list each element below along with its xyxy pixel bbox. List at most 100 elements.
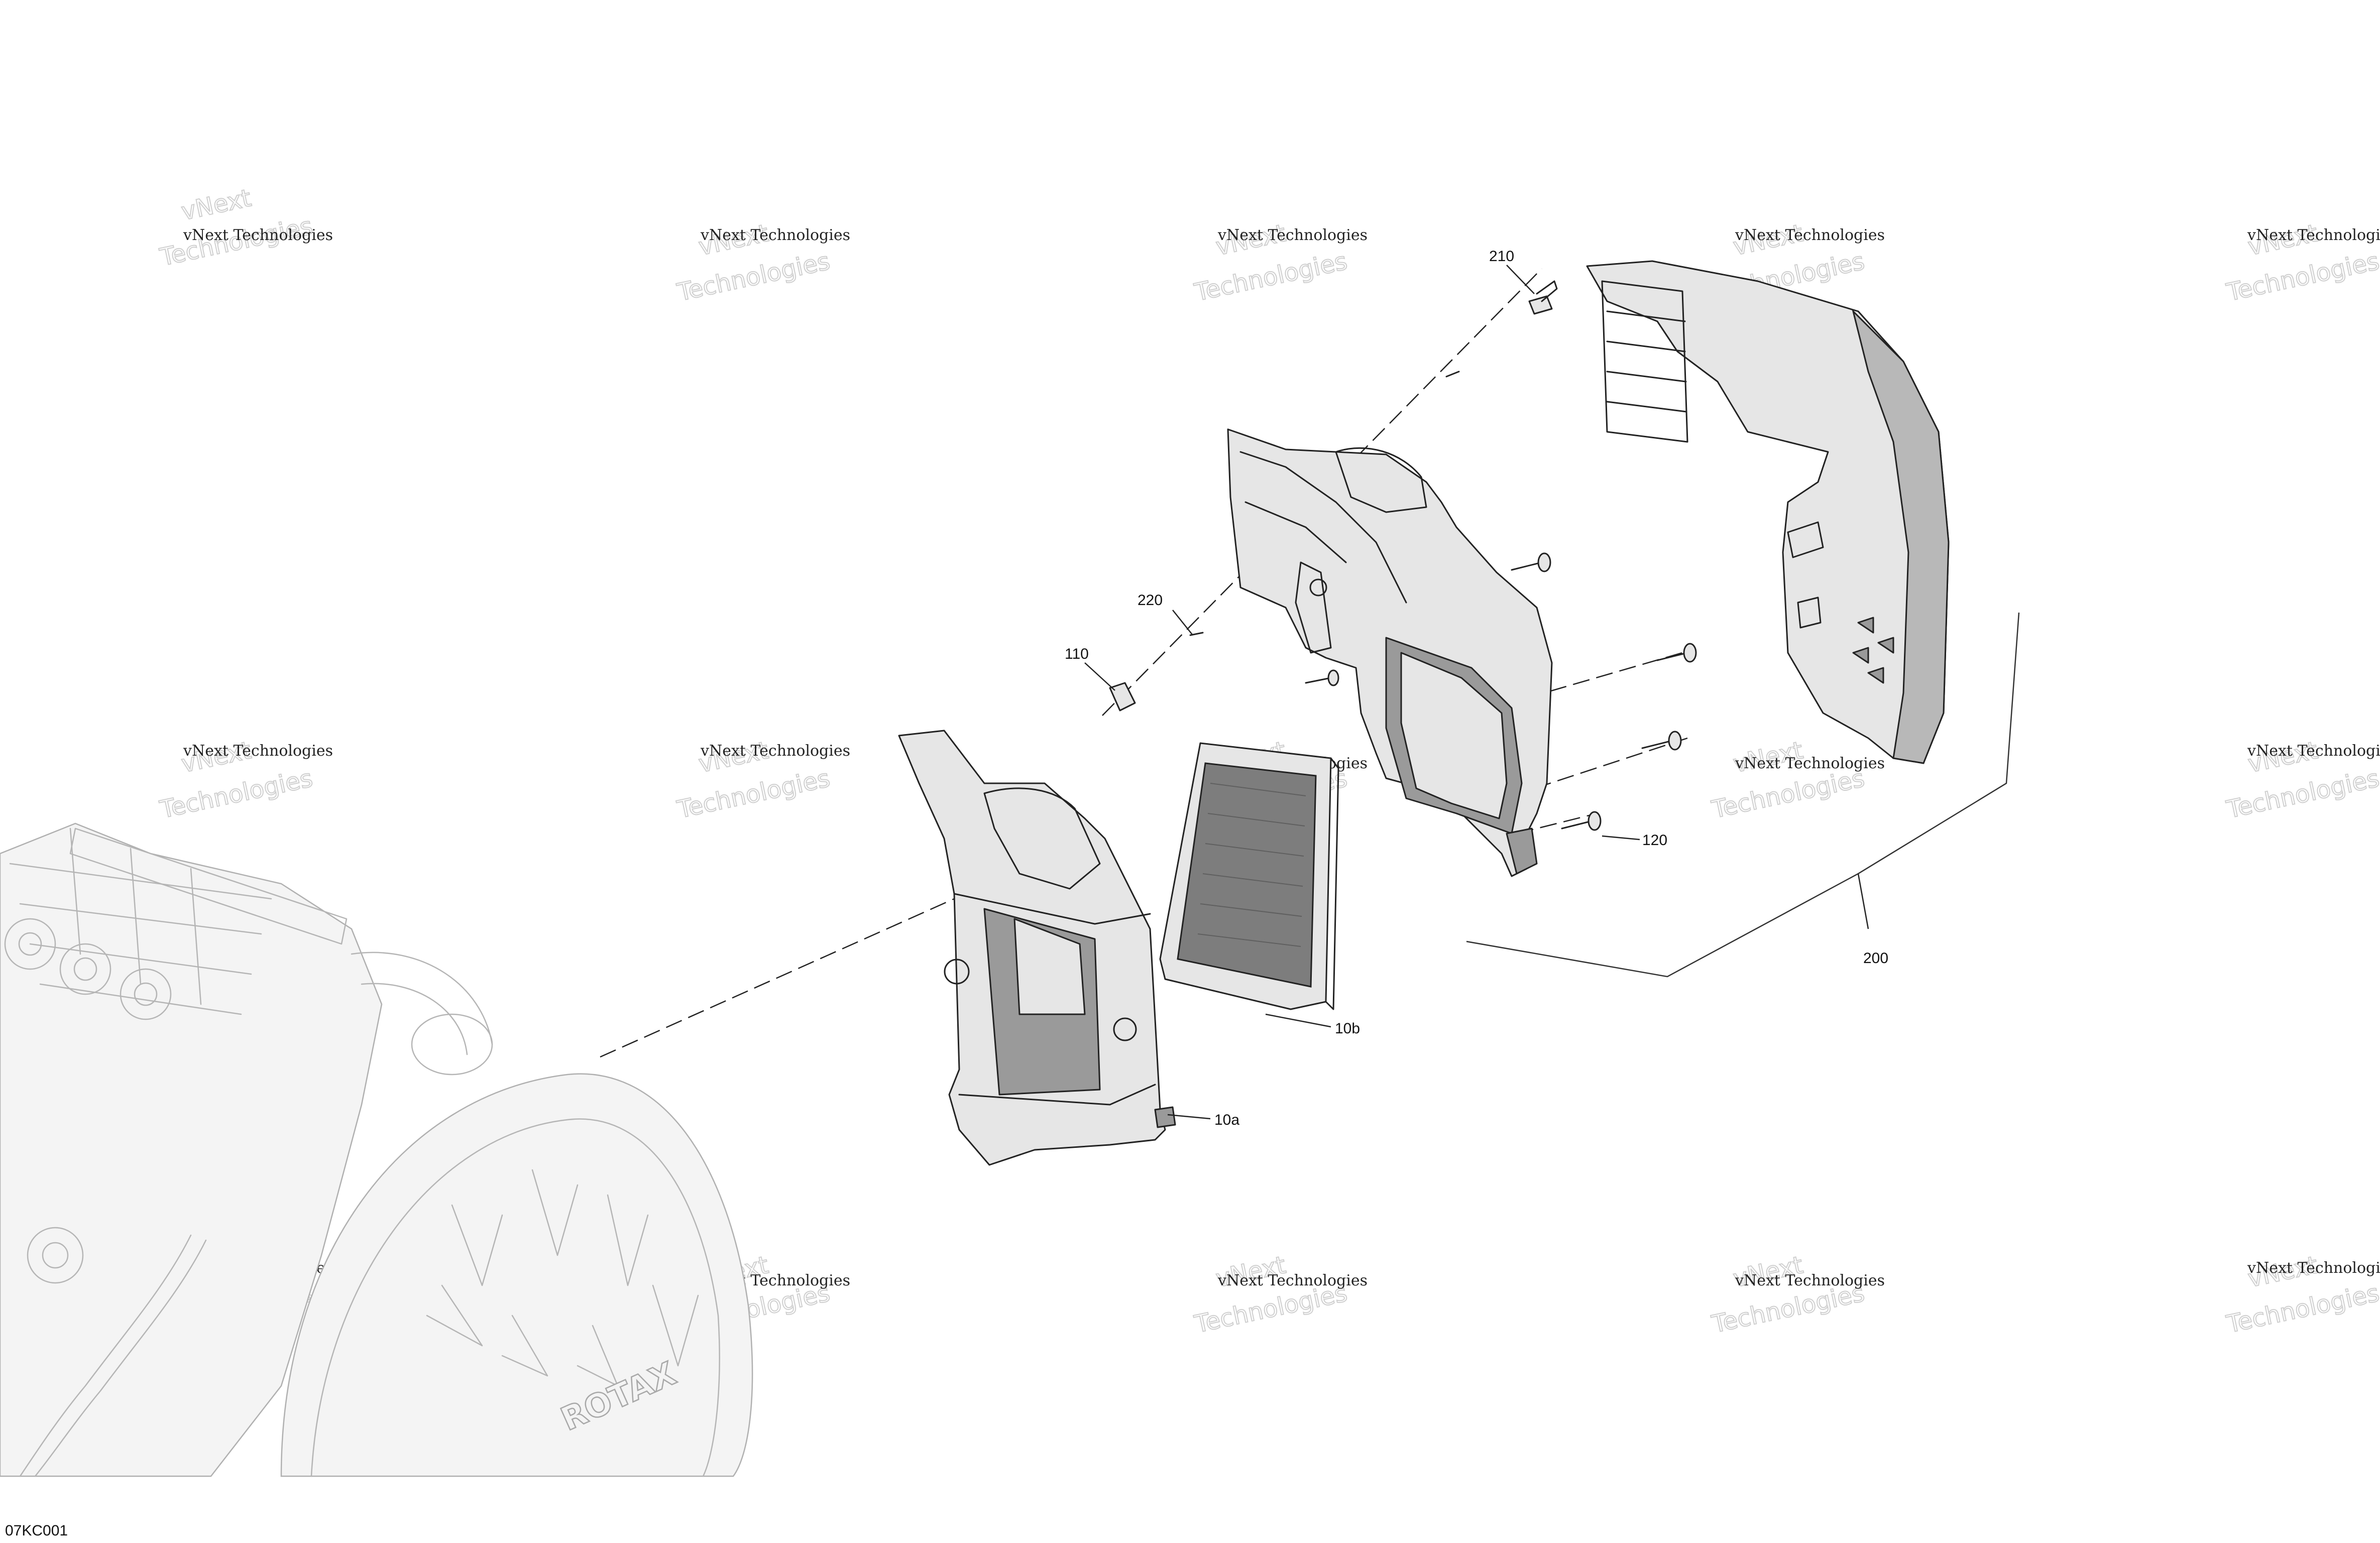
- engine-cvt-cover-edge: [310, 1118, 720, 1477]
- cover-vent: [1877, 637, 1894, 654]
- watermark: vNext Technologies: [2223, 218, 2380, 307]
- watermark-text: vNext Technologies: [1735, 755, 1885, 772]
- engine-hose: [34, 1239, 207, 1477]
- callout-210: 210: [1489, 248, 1514, 265]
- engine-hose: [19, 1234, 192, 1477]
- cover-vent: [1867, 667, 1884, 684]
- screw-120: [1561, 811, 1602, 831]
- engine-coil: [4, 918, 56, 970]
- watermark-text: vNext Technologies: [2247, 742, 2380, 760]
- air-filter-pleat: [1197, 783, 1306, 947]
- watermark-technologies: Technologies: [674, 764, 832, 824]
- engine-coil: [18, 932, 42, 956]
- screw-120: [1305, 669, 1339, 686]
- watermark-text: vNext Technologies: [700, 742, 850, 760]
- air-filter-edge: [1325, 757, 1339, 1010]
- engine-context: ROTAX: [0, 822, 753, 1477]
- engine-cvt-fin: [426, 1169, 699, 1387]
- screw-120: [1656, 643, 1697, 663]
- cover-body: [1586, 260, 1950, 764]
- screw-120: [1641, 731, 1682, 751]
- fasteners: [1109, 280, 1697, 831]
- watermark: vNext Technologies: [157, 736, 315, 824]
- callout-110: 110: [1065, 646, 1089, 662]
- air-filter-media: [1177, 762, 1317, 988]
- callout-200: 200: [1863, 950, 1888, 967]
- engine-fuel-rail: [69, 827, 348, 945]
- leader-line-10a: [1167, 1114, 1211, 1120]
- watermark-technologies: Technologies: [157, 764, 315, 824]
- push-rivet-210-head: [1536, 280, 1558, 302]
- watermark-text: vNext Technologies: [1735, 1272, 1885, 1289]
- cover-vent: [1852, 647, 1869, 664]
- cover-side-panel: [1852, 309, 1950, 764]
- airbox-lower-mount: [1113, 1017, 1137, 1041]
- watermark-text: vNext Technologies: [1217, 226, 1368, 244]
- airbox-lower-mount: [944, 959, 970, 985]
- airbox-lower-duct: [983, 787, 1101, 890]
- leader-line-210: [1506, 265, 1535, 294]
- watermark-technologies: Technologies: [1709, 764, 1867, 824]
- watermark-text: vNext Technologies: [700, 226, 850, 244]
- engine-coil: [134, 982, 158, 1006]
- watermark-technologies: Technologies: [2224, 1279, 2380, 1339]
- watermark-text: vNext Technologies: [1217, 1272, 1368, 1289]
- air-filter-10b: [1159, 742, 1339, 1010]
- engine-block: [0, 822, 383, 1477]
- watermark-technologies: Technologies: [1192, 247, 1349, 307]
- cover-grille-slat: [1606, 310, 1687, 413]
- watermark-technologies: Technologies: [674, 247, 832, 307]
- callout-220: 220: [1138, 592, 1163, 609]
- push-rivet-210: [1528, 295, 1553, 315]
- assembly-line: [600, 898, 955, 1058]
- airbox-upper-snorkel: [1335, 447, 1427, 513]
- leader-line-10b: [1265, 1013, 1331, 1028]
- airbox-lower-window: [1013, 918, 1086, 1015]
- screw-120: [1511, 552, 1551, 572]
- engine-cvt-cover: [280, 1073, 753, 1477]
- cover-clip: [1797, 597, 1822, 629]
- watermark: vNext Technologies: [157, 183, 315, 272]
- engine-coil: [59, 943, 111, 995]
- airbox-upper-latch: [1506, 827, 1538, 875]
- engine-crank-pulley: [27, 1227, 84, 1284]
- watermark: vNext Technologies: [2223, 736, 2380, 824]
- watermark-text: vNext Technologies: [2247, 1259, 2380, 1277]
- watermark: vNext Technologies: [1709, 736, 1867, 824]
- engine-rib: [69, 827, 202, 1005]
- watermark: vNext Technologies: [674, 218, 833, 307]
- watermark: vNext Technologies: [1191, 218, 1350, 307]
- callout-10b: 10b: [1335, 1020, 1360, 1037]
- engine-coil: [120, 968, 172, 1020]
- engine-intake-port: [411, 1013, 493, 1076]
- engine-crank-hub: [42, 1242, 69, 1269]
- leader-line-110: [1084, 662, 1115, 691]
- airbox-lower-10a: [898, 730, 1176, 1166]
- leader-line-220: [1172, 610, 1193, 636]
- leader-line-200: [1857, 873, 1869, 929]
- watermark: vNext Technologies: [2223, 1250, 2380, 1339]
- o-ring-220: [1445, 371, 1460, 378]
- watermark-text: vNext Technologies: [2247, 226, 2380, 244]
- watermark-technologies: Technologies: [2224, 764, 2380, 824]
- engine-rib: [9, 863, 272, 1015]
- watermark-text: vNext Technologies: [183, 226, 333, 244]
- engine-intake-tube: [351, 952, 493, 1055]
- cover-grille: [1601, 280, 1688, 443]
- figure-code: 07KC001: [5, 1522, 68, 1539]
- clip-110: [1109, 682, 1136, 711]
- airbox-upper-clip: [1295, 561, 1332, 654]
- assembly-line: [1526, 652, 1683, 699]
- cover-vent: [1857, 617, 1874, 634]
- airbox-upper-inner: [1400, 652, 1508, 819]
- callout-120: 120: [1642, 832, 1667, 849]
- watermark: vNext Technologies: [674, 736, 833, 824]
- leader-line-120: [1602, 835, 1640, 841]
- airbox-upper-housing: [1227, 428, 1553, 877]
- airbox-upper-clip-hole: [1309, 578, 1327, 597]
- watermark-technologies: Technologies: [2224, 247, 2380, 307]
- cover-clip: [1787, 521, 1824, 558]
- air-intake-cover-200: [1586, 260, 1950, 764]
- airbox-lower-drain: [1154, 1106, 1176, 1128]
